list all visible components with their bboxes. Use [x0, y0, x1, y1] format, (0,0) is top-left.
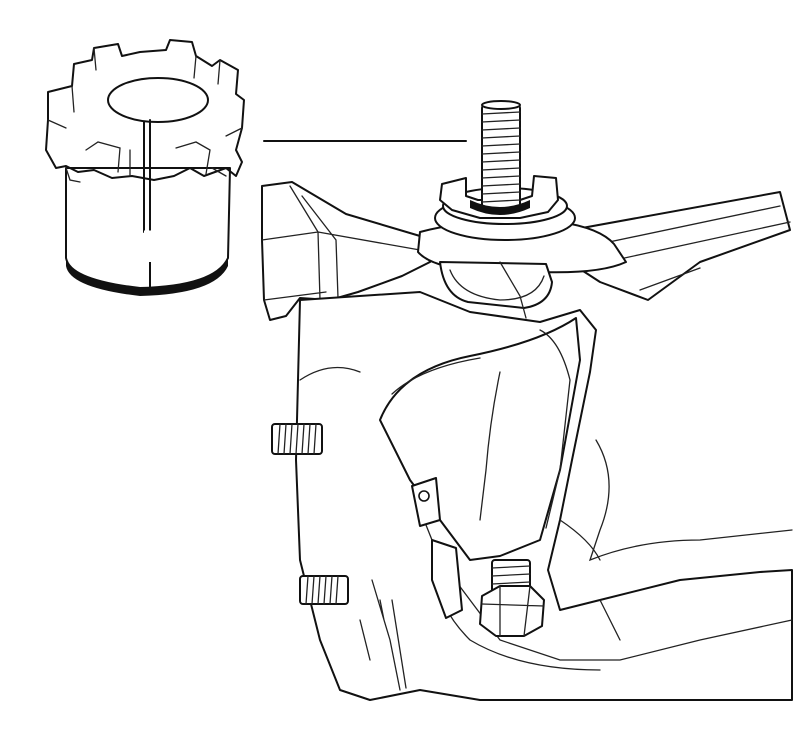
bushing-bore: [107, 77, 209, 123]
wheel-stud-upper: [271, 423, 323, 455]
steering-knuckle: [295, 291, 793, 701]
bushing-body: [65, 167, 231, 289]
threaded-stud: [470, 100, 530, 215]
bushing-castellated-collar: [45, 39, 245, 181]
lower-hex-nut: [479, 559, 545, 637]
wheel-stud-lower: [299, 575, 349, 605]
cam-bushing-detail: [45, 39, 245, 296]
bushing-base-shadow: [66, 258, 228, 296]
cable-bracket: [411, 477, 463, 619]
bushing-tooth-lines: [47, 47, 243, 183]
frame-bracket: [261, 181, 431, 321]
ball-joint-assembly: [417, 100, 627, 319]
bushing-slit: [143, 119, 151, 289]
